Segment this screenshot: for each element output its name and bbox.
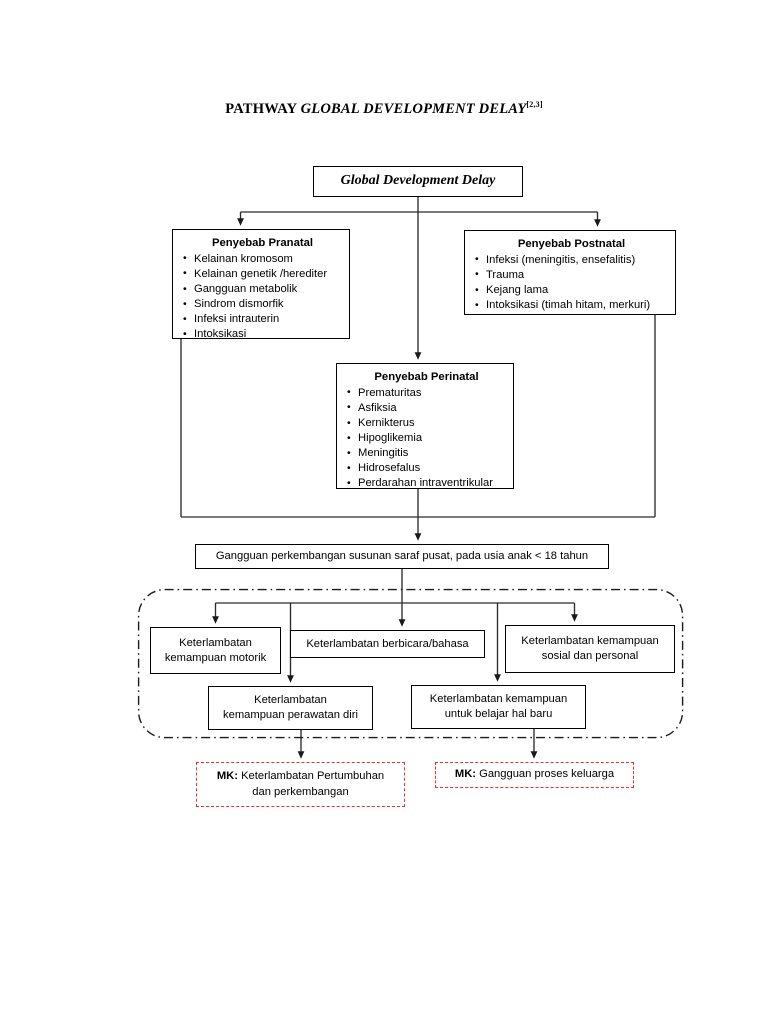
- list-item: Perdarahan intraventrikular: [347, 476, 506, 491]
- list-item: Prematuritas: [347, 385, 506, 401]
- node-keterlambatan-sosial-personal[interactable]: Keterlambatan kemampuan sosial dan perso…: [505, 625, 675, 673]
- node-label-line1: Keterlambatan berbicara/bahasa: [306, 637, 469, 650]
- pranatal-list: Kelainan kromosom Kelainan genetik /here…: [183, 251, 342, 342]
- title-prefix: PATHWAY: [225, 100, 301, 117]
- node-label: Global Development Delay: [340, 173, 496, 189]
- list-item: Asfiksia: [347, 400, 506, 416]
- list-item: Sindrom dismorfik: [183, 297, 342, 312]
- outcome-line2: dan perkembangan: [252, 785, 349, 798]
- node-label-line2: kemampuan perawatan diri: [223, 709, 358, 721]
- node-label-line1: Keterlambatan kemampuan: [521, 635, 659, 648]
- node-label: Gangguan perkembangan susunan saraf pusa…: [215, 550, 589, 563]
- outcome-mk-gangguan-proses-keluarga[interactable]: MK: Gangguan proses keluarga: [435, 762, 634, 788]
- node-label-line1: Keterlambatan kemampuan: [429, 693, 568, 706]
- list-item: Kelainan genetik /herediter: [183, 266, 342, 282]
- list-item: Meningitis: [347, 446, 506, 461]
- node-keterlambatan-perawatan-diri[interactable]: Keterlambatan kemampuan perawatan diri: [208, 686, 373, 730]
- node-title: Penyebab Perinatal: [374, 371, 479, 383]
- postnatal-list: Infeksi (meningitis, ensefalitis) Trauma…: [475, 252, 668, 313]
- list-item: Hipoglikemia: [347, 431, 506, 446]
- node-keterlambatan-belajar-hal-baru[interactable]: Keterlambatan kemampuan untuk belajar ha…: [411, 685, 586, 729]
- node-keterlambatan-bicara-bahasa[interactable]: Keterlambatan berbicara/bahasa: [290, 630, 485, 658]
- node-title: Penyebab Postnatal: [517, 238, 626, 250]
- node-global-development-delay[interactable]: Global Development Delay: [313, 166, 523, 197]
- node-label-line1: Keterlambatan: [179, 636, 252, 649]
- list-item: Intoksikasi: [183, 327, 342, 342]
- outcome-line1: MK: Keterlambatan Pertumbuhan: [217, 769, 384, 784]
- node-label-line2: sosial dan personal: [541, 650, 639, 662]
- node-label-line2: untuk belajar hal baru: [444, 708, 553, 720]
- perinatal-list: Prematuritas Asfiksia Kernikterus Hipogl…: [347, 385, 506, 491]
- list-item: Gangguan metabolik: [183, 282, 342, 297]
- list-item: Infeksi (meningitis, ensefalitis): [475, 252, 668, 268]
- list-item: Kelainan kromosom: [183, 251, 342, 267]
- list-item: Trauma: [475, 267, 668, 283]
- mk-prefix: MK:: [216, 770, 238, 783]
- node-label-line1: Keterlambatan: [254, 694, 327, 707]
- mk-prefix: MK:: [454, 768, 477, 781]
- node-penyebab-postnatal[interactable]: Penyebab Postnatal Infeksi (meningitis, …: [464, 230, 676, 315]
- title-superscript: [2,3]: [526, 100, 543, 109]
- node-gangguan-susunan-saraf-pusat[interactable]: Gangguan perkembangan susunan saraf pusa…: [195, 544, 609, 569]
- page-title: PATHWAY GLOBAL DEVELOPMENT DELAY[2,3]: [0, 100, 768, 118]
- node-keterlambatan-motorik[interactable]: Keterlambatan kemampuan motorik: [150, 627, 281, 674]
- node-penyebab-perinatal[interactable]: Penyebab Perinatal Prematuritas Asfiksia…: [336, 363, 514, 491]
- outcome-line1: MK: Gangguan proses keluarga: [455, 767, 614, 782]
- outcome-text: Gangguan proses keluarga: [476, 768, 615, 781]
- node-penyebab-pranatal[interactable]: Penyebab Pranatal Kelainan kromosom Kela…: [172, 229, 350, 342]
- node-label-line2: kemampuan motorik: [164, 651, 267, 664]
- list-item: Hidrosefalus: [347, 461, 506, 476]
- node-title: Penyebab Pranatal: [211, 237, 314, 249]
- list-item: Kejang lama: [475, 283, 668, 298]
- outcome-text: Keterlambatan Pertumbuhan: [237, 770, 385, 783]
- list-item: Kernikterus: [347, 416, 506, 431]
- outcome-mk-keterlambatan-pertumbuhan[interactable]: MK: Keterlambatan Pertumbuhan dan perkem…: [196, 762, 405, 807]
- list-item: Intoksikasi (timah hitam, merkuri): [475, 298, 668, 313]
- title-main: GLOBAL DEVELOPMENT DELAY: [300, 100, 527, 117]
- list-item: Infeksi intrauterin: [183, 312, 342, 327]
